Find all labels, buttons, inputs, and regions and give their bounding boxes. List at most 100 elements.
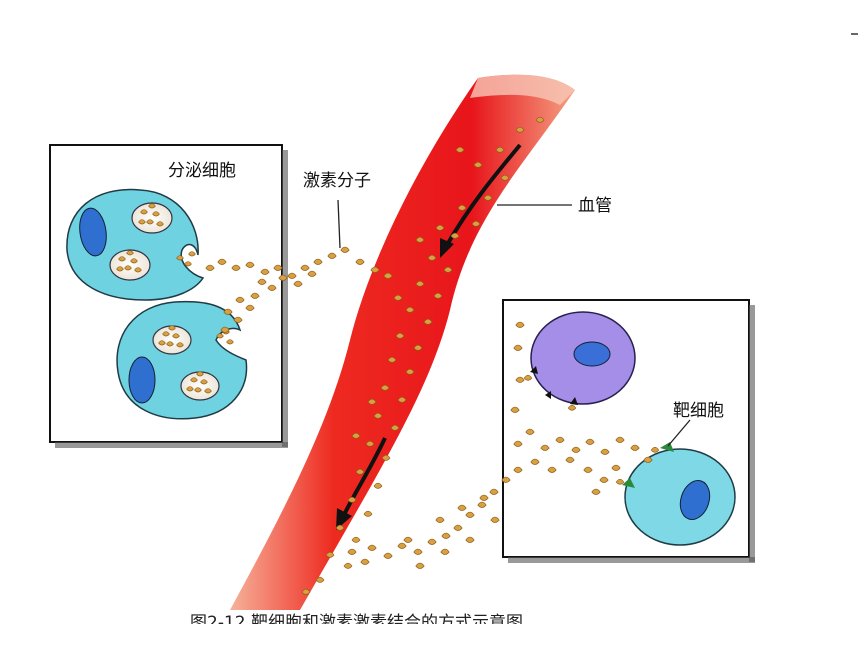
flow-arrow-bottom	[342, 437, 387, 516]
hormone-molecule	[220, 326, 230, 333]
hormone-molecule	[146, 219, 154, 225]
hormone-molecule	[162, 331, 170, 337]
hormone-molecule	[443, 266, 453, 273]
target-leader-line	[667, 419, 691, 447]
hormone-molecule	[301, 588, 311, 595]
hormone-molecule	[427, 254, 437, 261]
hormone-molecule	[343, 562, 353, 569]
hormone-molecule	[278, 274, 288, 281]
hormone-molecule	[355, 258, 365, 265]
hormone-molecule	[231, 264, 241, 271]
hormone-molecule	[233, 316, 243, 323]
hormone-molecule	[489, 488, 499, 495]
hormone-molecule	[124, 265, 132, 271]
receptor	[660, 442, 674, 452]
hormone-molecule	[433, 292, 443, 299]
hormone-molecule	[116, 266, 124, 272]
hormone-molecule	[390, 424, 400, 431]
hormone-molecule	[495, 146, 505, 153]
hormone-molecule	[347, 548, 357, 555]
hormone-molecule	[351, 432, 361, 439]
hormone-molecule	[260, 268, 270, 275]
hormone-molecule	[523, 375, 533, 381]
hormone-molecule	[373, 482, 383, 489]
hormone-molecule	[140, 209, 148, 215]
label-hormone-molecule: 激素分子	[303, 171, 371, 191]
hormone-molecule	[176, 342, 184, 348]
hormone-molecule	[373, 412, 383, 419]
receptor	[622, 478, 635, 488]
hormone-molecule	[367, 398, 377, 405]
hormone-molecule	[360, 558, 370, 565]
secreting-cell-panel	[49, 144, 288, 448]
hormone-molecule	[397, 396, 407, 403]
hormone-molecule	[555, 436, 565, 443]
hormone-molecule	[313, 258, 323, 265]
hormone-molecule	[567, 405, 577, 411]
hormone-in-vessel	[301, 116, 545, 595]
hormone-molecule	[540, 444, 550, 451]
hormone-molecule	[235, 296, 245, 303]
hormone-molecule	[513, 344, 523, 351]
hormone-molecule	[315, 576, 325, 583]
hormone-molecule	[293, 280, 303, 287]
hormone-molecule	[465, 536, 475, 543]
hormone-molecule	[387, 356, 397, 363]
figure-caption: 图2-12 靶细胞和激素激素结合的方式示意图	[190, 613, 523, 633]
hormone-molecule	[415, 236, 425, 243]
hormone-molecule	[148, 203, 156, 209]
hormone-molecule	[600, 448, 610, 455]
hormone-molecule	[190, 377, 198, 383]
hormone-molecule	[591, 488, 601, 495]
hormone-molecule	[355, 468, 365, 475]
hormone-molecule	[450, 232, 460, 239]
hormone-molecule	[365, 440, 375, 447]
hormone-molecule	[413, 548, 423, 555]
hormone-molecule	[287, 272, 297, 279]
hormone-molecule	[630, 444, 640, 451]
hormone-molecule	[483, 194, 493, 201]
hormone-molecule	[340, 246, 350, 253]
hormone-molecule	[457, 504, 467, 511]
hormone-molecule	[457, 204, 467, 211]
hormone-molecule	[479, 494, 489, 501]
hormone-molecule	[166, 341, 174, 347]
hormone-molecule	[383, 272, 393, 279]
hormone-molecule	[453, 524, 463, 531]
hormone-molecule	[510, 406, 520, 413]
hormone-molecule	[530, 458, 540, 465]
secreting-cell-lower	[116, 300, 248, 420]
hormone-molecule	[473, 161, 483, 168]
hormone-molecule	[186, 386, 194, 392]
hormone-molecule	[513, 440, 523, 447]
hormone-molecule	[273, 264, 283, 271]
hormone-molecule	[435, 516, 445, 523]
hormone-molecule	[245, 261, 255, 268]
hormone-molecule	[611, 464, 621, 471]
label-target-cell: 靶细胞	[673, 401, 724, 421]
hormone-molecule	[490, 516, 500, 523]
hormone-molecule	[347, 496, 357, 503]
hormone-molecule	[176, 255, 184, 261]
hormone-molecule	[184, 261, 192, 267]
hormone-molecule	[363, 510, 373, 517]
hormone-molecule	[427, 538, 437, 545]
hormone-molecule	[423, 318, 433, 325]
hormone-molecule	[405, 306, 415, 313]
hormone-molecules	[205, 246, 653, 569]
hormone-molecule	[515, 321, 525, 328]
target-cell-purple	[530, 311, 636, 405]
hormone-near-target	[523, 375, 660, 485]
hormone-molecule	[465, 511, 475, 518]
hormone-molecule	[599, 476, 609, 483]
hormone-molecule	[435, 224, 445, 231]
hormone-molecule	[216, 333, 224, 339]
hormone-molecule	[441, 532, 451, 539]
hormone-molecule	[188, 251, 196, 257]
hormone-molecule	[513, 466, 523, 473]
hormone-molecule	[300, 264, 310, 271]
hormone-molecule	[130, 258, 138, 264]
caption-text: 图2-12 靶细胞和激素激素结合的方式示意图	[190, 613, 523, 633]
hormone-molecule	[571, 446, 581, 453]
